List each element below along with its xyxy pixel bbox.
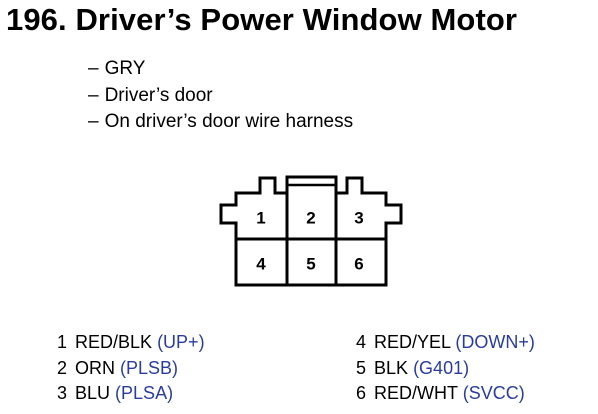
connector-diagram: 1 2 3 4 5 6 — [219, 175, 403, 287]
detail-text: GRY — [104, 58, 146, 79]
dash: – — [88, 84, 99, 106]
wire-color: ORN — [75, 357, 116, 378]
pin-label-3: 3 — [354, 209, 363, 228]
pin-signal: (G401) — [413, 357, 470, 378]
pin-number: 1 — [57, 332, 68, 352]
pin-signal: (PLSA) — [115, 383, 174, 403]
pin-number: 6 — [356, 383, 367, 403]
pinout-column-left: 1 RED/BLK (UP+) 2 ORN (PLSB) 3 BLU (PLSA) — [57, 330, 205, 407]
pinout-row: 2 ORN (PLSB) — [57, 356, 205, 382]
pin-number: 4 — [356, 332, 367, 352]
wire-color: BLU — [75, 383, 111, 403]
pin-label-4: 4 — [256, 255, 266, 274]
pinout-row: 4 RED/YEL (DOWN+) — [356, 330, 535, 356]
connector-location: –Driver’s door — [88, 83, 353, 110]
pinout-row: 6 RED/WHT (SVCC) — [356, 381, 535, 407]
page-title: 196. Driver’s Power Window Motor — [6, 2, 518, 37]
detail-text: On driver’s door wire harness — [104, 111, 354, 132]
pinout-row: 1 RED/BLK (UP+) — [57, 330, 205, 356]
connector-housing-outline — [219, 175, 403, 287]
pin-number: 2 — [57, 357, 68, 378]
pin-label-6: 6 — [354, 255, 363, 274]
pin-signal: (PLSB) — [120, 357, 179, 378]
pinout-table: 1 RED/BLK (UP+) 2 ORN (PLSB) 3 BLU (PLSA) 4… — [0, 330, 598, 414]
pin-label-5: 5 — [306, 255, 315, 274]
pin-label-2: 2 — [306, 209, 315, 228]
pin-number: 5 — [356, 357, 367, 378]
wire-color: RED/BLK — [75, 332, 153, 352]
pin-signal: (UP+) — [157, 332, 205, 352]
pin-number: 3 — [57, 383, 68, 403]
pinout-row: 3 BLU (PLSA) — [57, 381, 205, 407]
pin-signal: (SVCC) — [462, 383, 525, 403]
connector-harness: –On driver’s door wire harness — [88, 109, 353, 136]
wire-color: BLK — [374, 357, 409, 378]
dash: – — [88, 58, 99, 79]
wire-color: RED/YEL — [374, 332, 451, 352]
wire-color: RED/WHT — [374, 383, 458, 403]
connector-color: –GRY — [88, 56, 353, 83]
connector-details: –GRY –Driver’s door –On driver’s door wi… — [88, 56, 353, 136]
detail-text: Driver’s door — [104, 84, 213, 106]
pinout-row: 5 BLK (G401) — [356, 356, 535, 382]
pinout-column-right: 4 RED/YEL (DOWN+) 5 BLK (G401) 6 RED/WHT (S… — [356, 330, 535, 407]
pin-label-1: 1 — [256, 209, 265, 228]
pin-signal: (DOWN+) — [455, 332, 535, 352]
dash: – — [88, 111, 99, 132]
